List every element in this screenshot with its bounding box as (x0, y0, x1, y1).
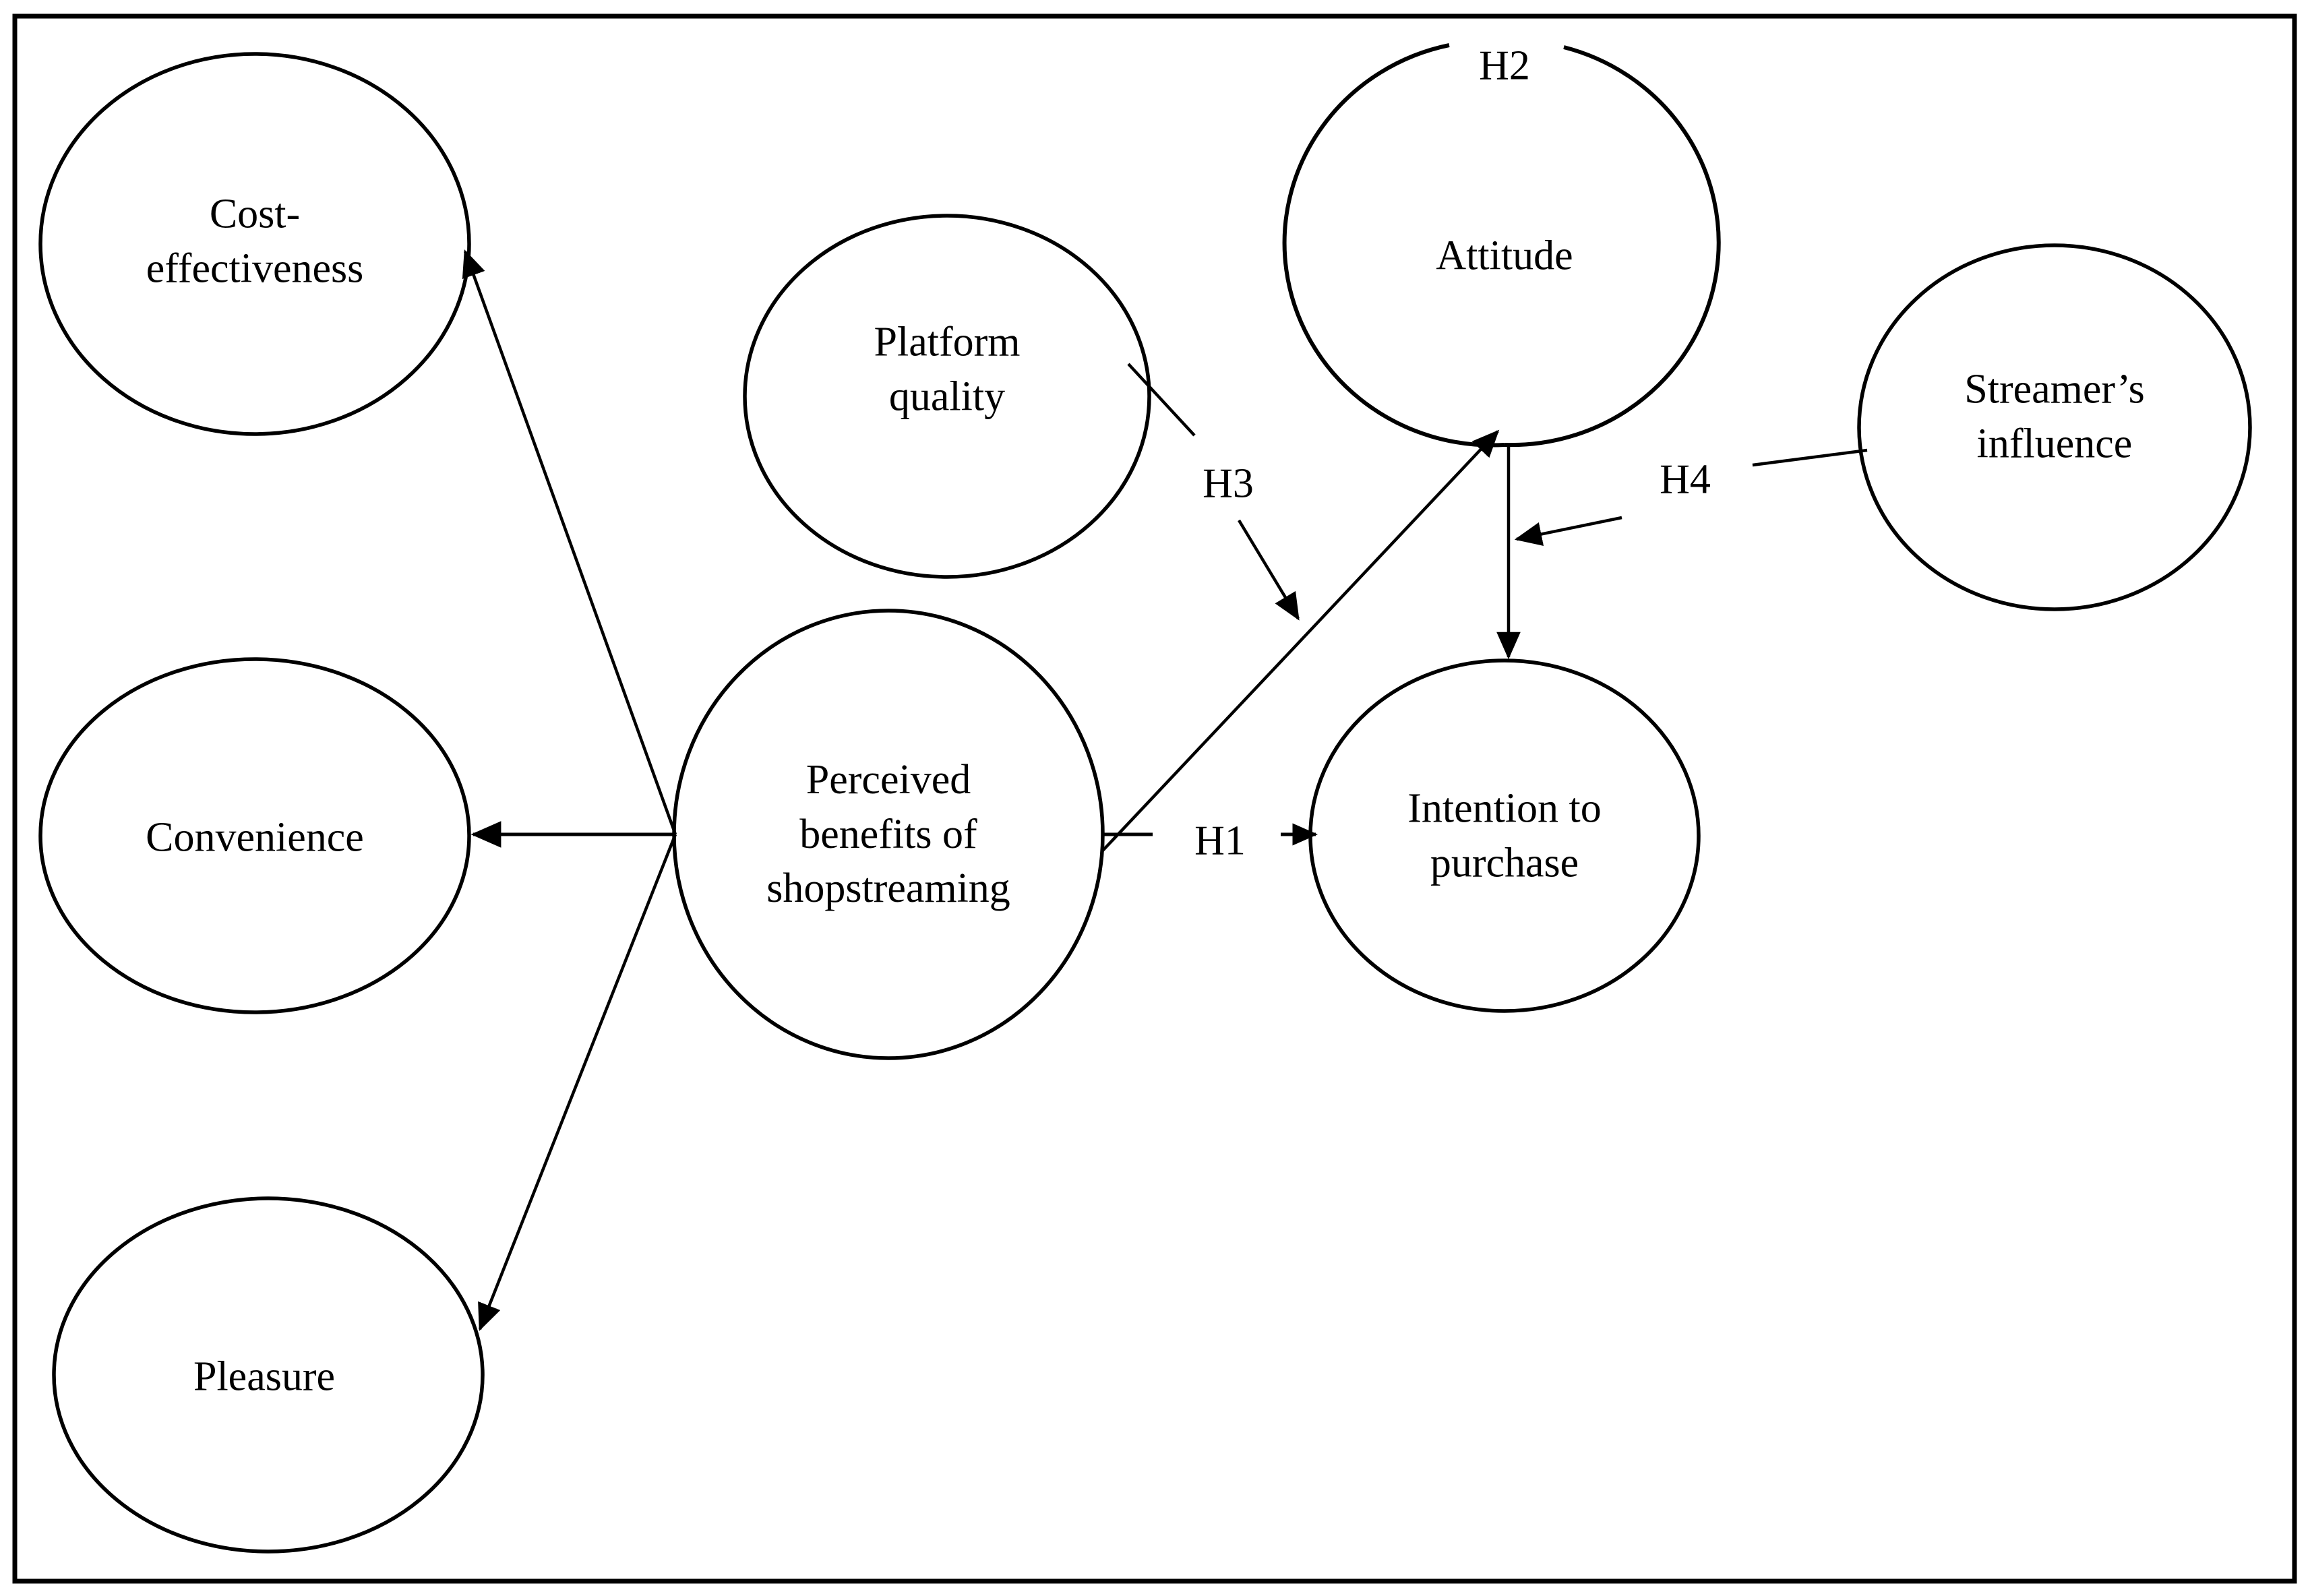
edge-benefits-to-cost-effectiveness (462, 249, 677, 835)
edge-benefits-to-pleasure (478, 834, 677, 1332)
node-cost-effectiveness (38, 52, 471, 436)
node-attitude-arc-left (1282, 43, 1505, 448)
node-label-attitude: Attitude (1436, 233, 1573, 279)
edge-streamers-influence-h4-stub (1752, 448, 1868, 467)
edge-platform-quality-h3-arrow (1238, 519, 1300, 621)
edge-label-h2: H2 (1479, 42, 1530, 89)
edge-label-h4: H4 (1660, 456, 1711, 503)
node-label-convenience: Convenience (146, 814, 364, 861)
node-label-platform-quality: Platform quality (874, 319, 1021, 419)
edge-platform-quality-h3-stub (1127, 363, 1196, 437)
node-label-pleasure: Pleasure (193, 1353, 336, 1400)
node-attitude-arc-right (1504, 45, 1721, 448)
node-platform-quality (743, 214, 1151, 579)
node-convenience (38, 657, 471, 1014)
node-label-intention-to-purchase: Intention to purchase (1407, 785, 1602, 886)
figure-border (12, 13, 2297, 1584)
node-label-perceived-benefits: Perceived benefits of shopstreaming (766, 757, 1010, 912)
edge-benefits-to-attitude (1101, 429, 1500, 852)
edge-label-h3: H3 (1203, 460, 1254, 507)
edge-label-h1: H1 (1194, 818, 1246, 864)
node-streamers-influence (1857, 243, 2252, 611)
node-pleasure (52, 1196, 485, 1554)
node-label-streamers-influence: Streamer’s influence (1964, 366, 2145, 466)
edge-streamers-influence-h4-arrow (1514, 516, 1622, 546)
node-label-cost-effectiveness: Cost- effectiveness (146, 191, 364, 291)
